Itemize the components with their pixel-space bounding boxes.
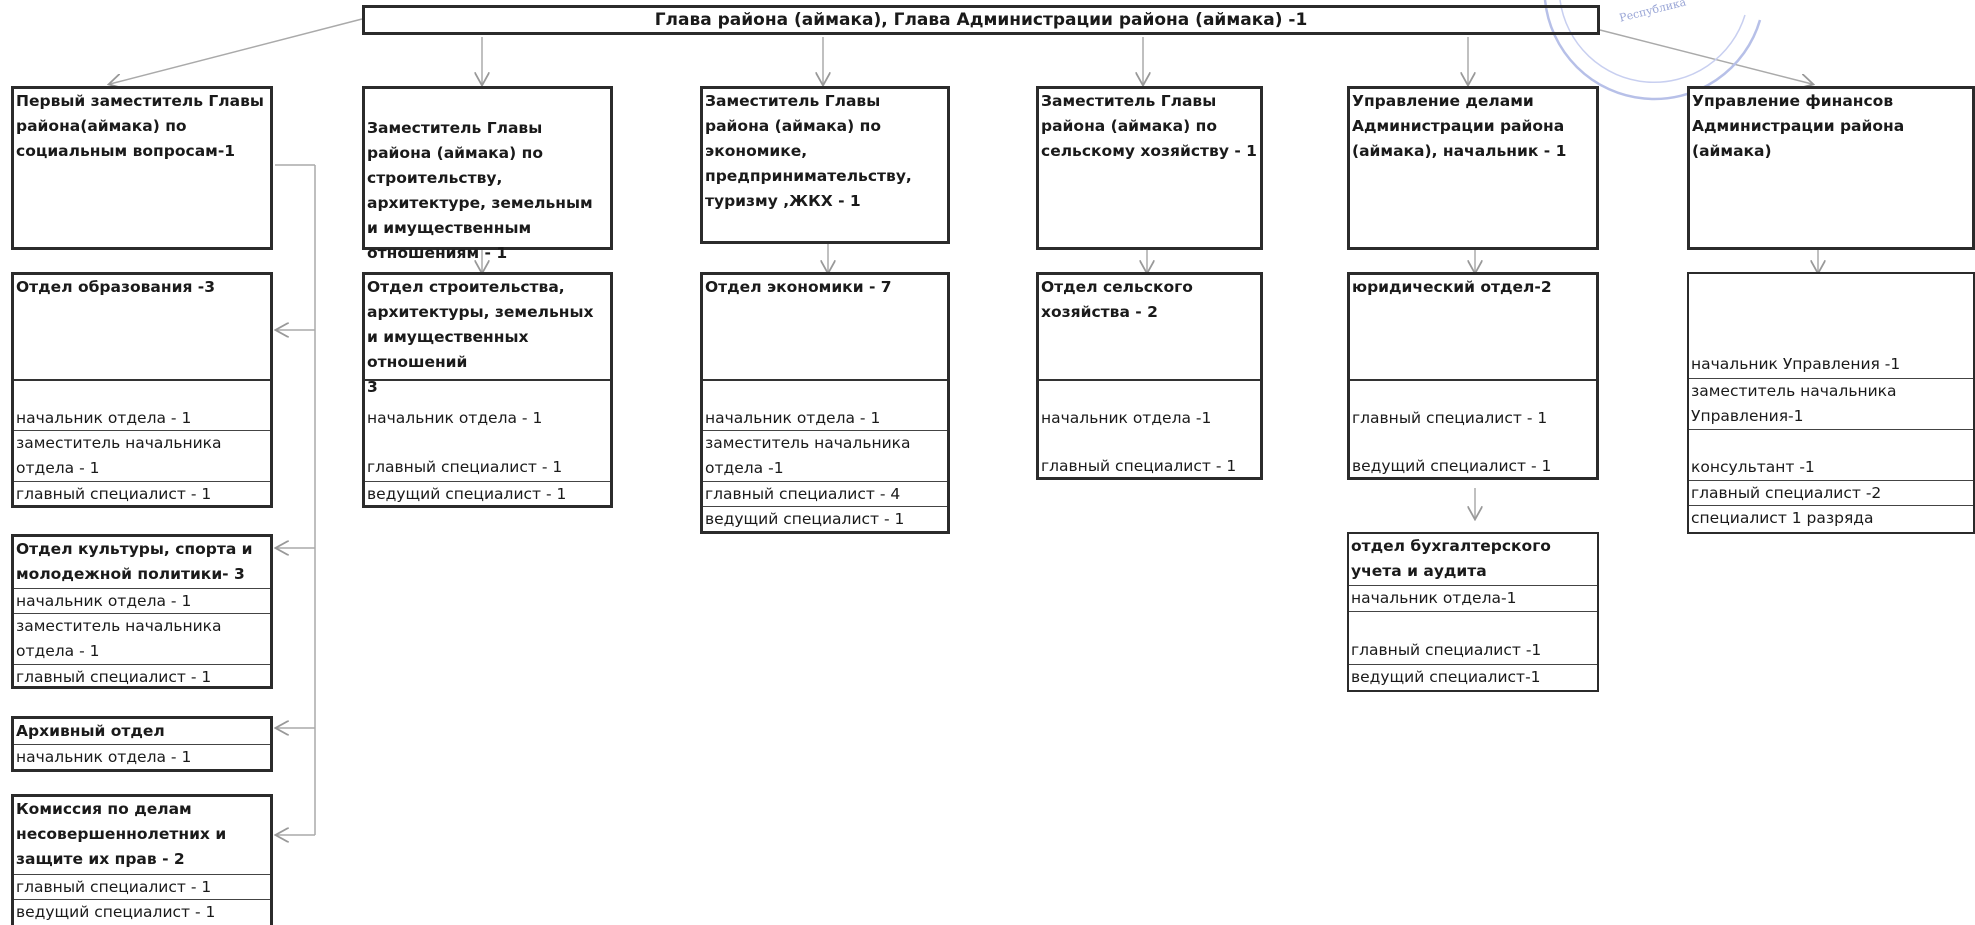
culture-dept-title: Отдел культуры, спорта и молодежной поли… — [16, 540, 253, 583]
legal-row: ведущий специалист - 1 — [1352, 457, 1552, 475]
construction-row: главный специалист - 1 — [367, 458, 563, 476]
construction-dept-title-num: 3 — [367, 378, 378, 396]
construction-row: ведущий специалист - 1 — [365, 481, 610, 508]
economy-row: ведущий специалист - 1 — [703, 506, 947, 534]
economy-dept-box: Отдел экономики - 7 начальник отдела - 1… — [700, 272, 950, 534]
agriculture-dept-title: Отдел сельского хозяйства - 2 — [1041, 278, 1193, 321]
agriculture-deputy-title: Заместитель Главы района (аймака) по сел… — [1041, 92, 1257, 160]
construction-dept-box: Отдел строительства, архитектуры, земель… — [362, 272, 613, 508]
construction-deputy-title-tail: отношениям - 1 — [367, 244, 508, 262]
finance-row: консультант -1 — [1689, 429, 1973, 480]
construction-deputy-box: Заместитель Главы района (аймака) по стр… — [362, 86, 613, 262]
education-dept-box: Отдел образования -3 начальник отдела - … — [11, 272, 273, 508]
construction-deputy-title: Заместитель Главы района (аймака) по стр… — [365, 116, 610, 266]
finance-office-title: Управление финансов Администрации района… — [1692, 92, 1905, 160]
agriculture-deputy-box: Заместитель Главы района (аймака) по сел… — [1036, 86, 1263, 250]
head-of-district-box: Глава района (аймака), Глава Администрац… — [362, 5, 1600, 35]
finance-row: заместитель начальника Управления-1 — [1689, 378, 1973, 429]
economy-deputy-box: Заместитель Главы района (аймака) по эко… — [700, 86, 950, 244]
archive-dept-title: Архивный отдел — [16, 722, 165, 740]
accounting-dept-box: отдел бухгалтерского учета и аудита нача… — [1347, 532, 1599, 692]
construction-dept-title-main: Отдел строительства, архитектуры, земель… — [367, 278, 594, 371]
economy-deputy-title: Заместитель Главы района (аймака) по эко… — [705, 92, 912, 210]
minors-row: главный специалист - 1 — [14, 874, 270, 899]
affairs-office-title: Управление делами Администрации района (… — [1352, 92, 1567, 160]
culture-row: начальник отдела - 1 — [14, 588, 270, 613]
economy-dept-title: Отдел экономики - 7 — [705, 278, 892, 296]
education-dept-title: Отдел образования -3 — [16, 278, 216, 296]
legal-dept-title: юридический отдел-2 — [1352, 278, 1552, 296]
economy-row: заместитель начальника отдела -1 — [703, 430, 947, 481]
agriculture-row: главный специалист - 1 — [1041, 457, 1237, 475]
education-row: заместитель начальника отдела - 1 — [14, 430, 270, 481]
construction-deputy-title-main: Заместитель Главы района (аймака) по стр… — [367, 119, 593, 237]
legal-dept-box: юридический отдел-2 главный специалист -… — [1347, 272, 1599, 480]
construction-row: начальник отдела - 1 — [365, 379, 610, 430]
education-row: главный специалист - 1 — [14, 481, 270, 508]
agriculture-dept-box: Отдел сельского хозяйства - 2 начальник … — [1036, 272, 1263, 480]
culture-row: главный специалист - 1 — [14, 664, 270, 689]
first-deputy-title: Первый заместитель Главы района(аймака) … — [16, 92, 264, 160]
finance-row: специалист 1 разряда — [1689, 505, 1973, 532]
finance-dept-box: начальник Управления -1 заместитель нача… — [1687, 272, 1975, 534]
accounting-row: главный специалист -1 — [1349, 611, 1597, 664]
affairs-office-box: Управление делами Администрации района (… — [1347, 86, 1599, 250]
finance-row: начальник Управления -1 — [1691, 355, 1901, 373]
legal-row: главный специалист - 1 — [1350, 379, 1596, 430]
accounting-dept-title: отдел бухгалтерского учета и аудита — [1351, 537, 1551, 580]
culture-row: заместитель начальника отдела - 1 — [14, 613, 270, 664]
economy-row: начальник отдела - 1 — [703, 379, 947, 430]
minors-commission-title: Комиссия по делам несовершеннолетних и з… — [16, 800, 227, 868]
culture-dept-box: Отдел культуры, спорта и молодежной поли… — [11, 534, 273, 689]
finance-row: главный специалист -2 — [1689, 480, 1973, 505]
construction-dept-title: Отдел строительства, архитектуры, земель… — [365, 275, 610, 400]
agriculture-row: начальник отдела -1 — [1039, 379, 1260, 430]
archive-dept-box: Архивный отдел начальник отдела - 1 — [11, 716, 273, 772]
minors-commission-box: Комиссия по делам несовершеннолетних и з… — [11, 794, 273, 925]
accounting-row: ведущий специалист-1 — [1349, 664, 1597, 691]
accounting-row: начальник отдела-1 — [1349, 585, 1597, 611]
education-row: начальник отдела - 1 — [14, 379, 270, 430]
finance-office-box: Управление финансов Администрации района… — [1687, 86, 1975, 250]
economy-row: главный специалист - 4 — [703, 481, 947, 506]
archive-row: начальник отдела - 1 — [14, 744, 270, 770]
minors-row: ведущий специалист - 1 — [14, 899, 270, 925]
first-deputy-box: Первый заместитель Главы района(аймака) … — [11, 86, 273, 250]
